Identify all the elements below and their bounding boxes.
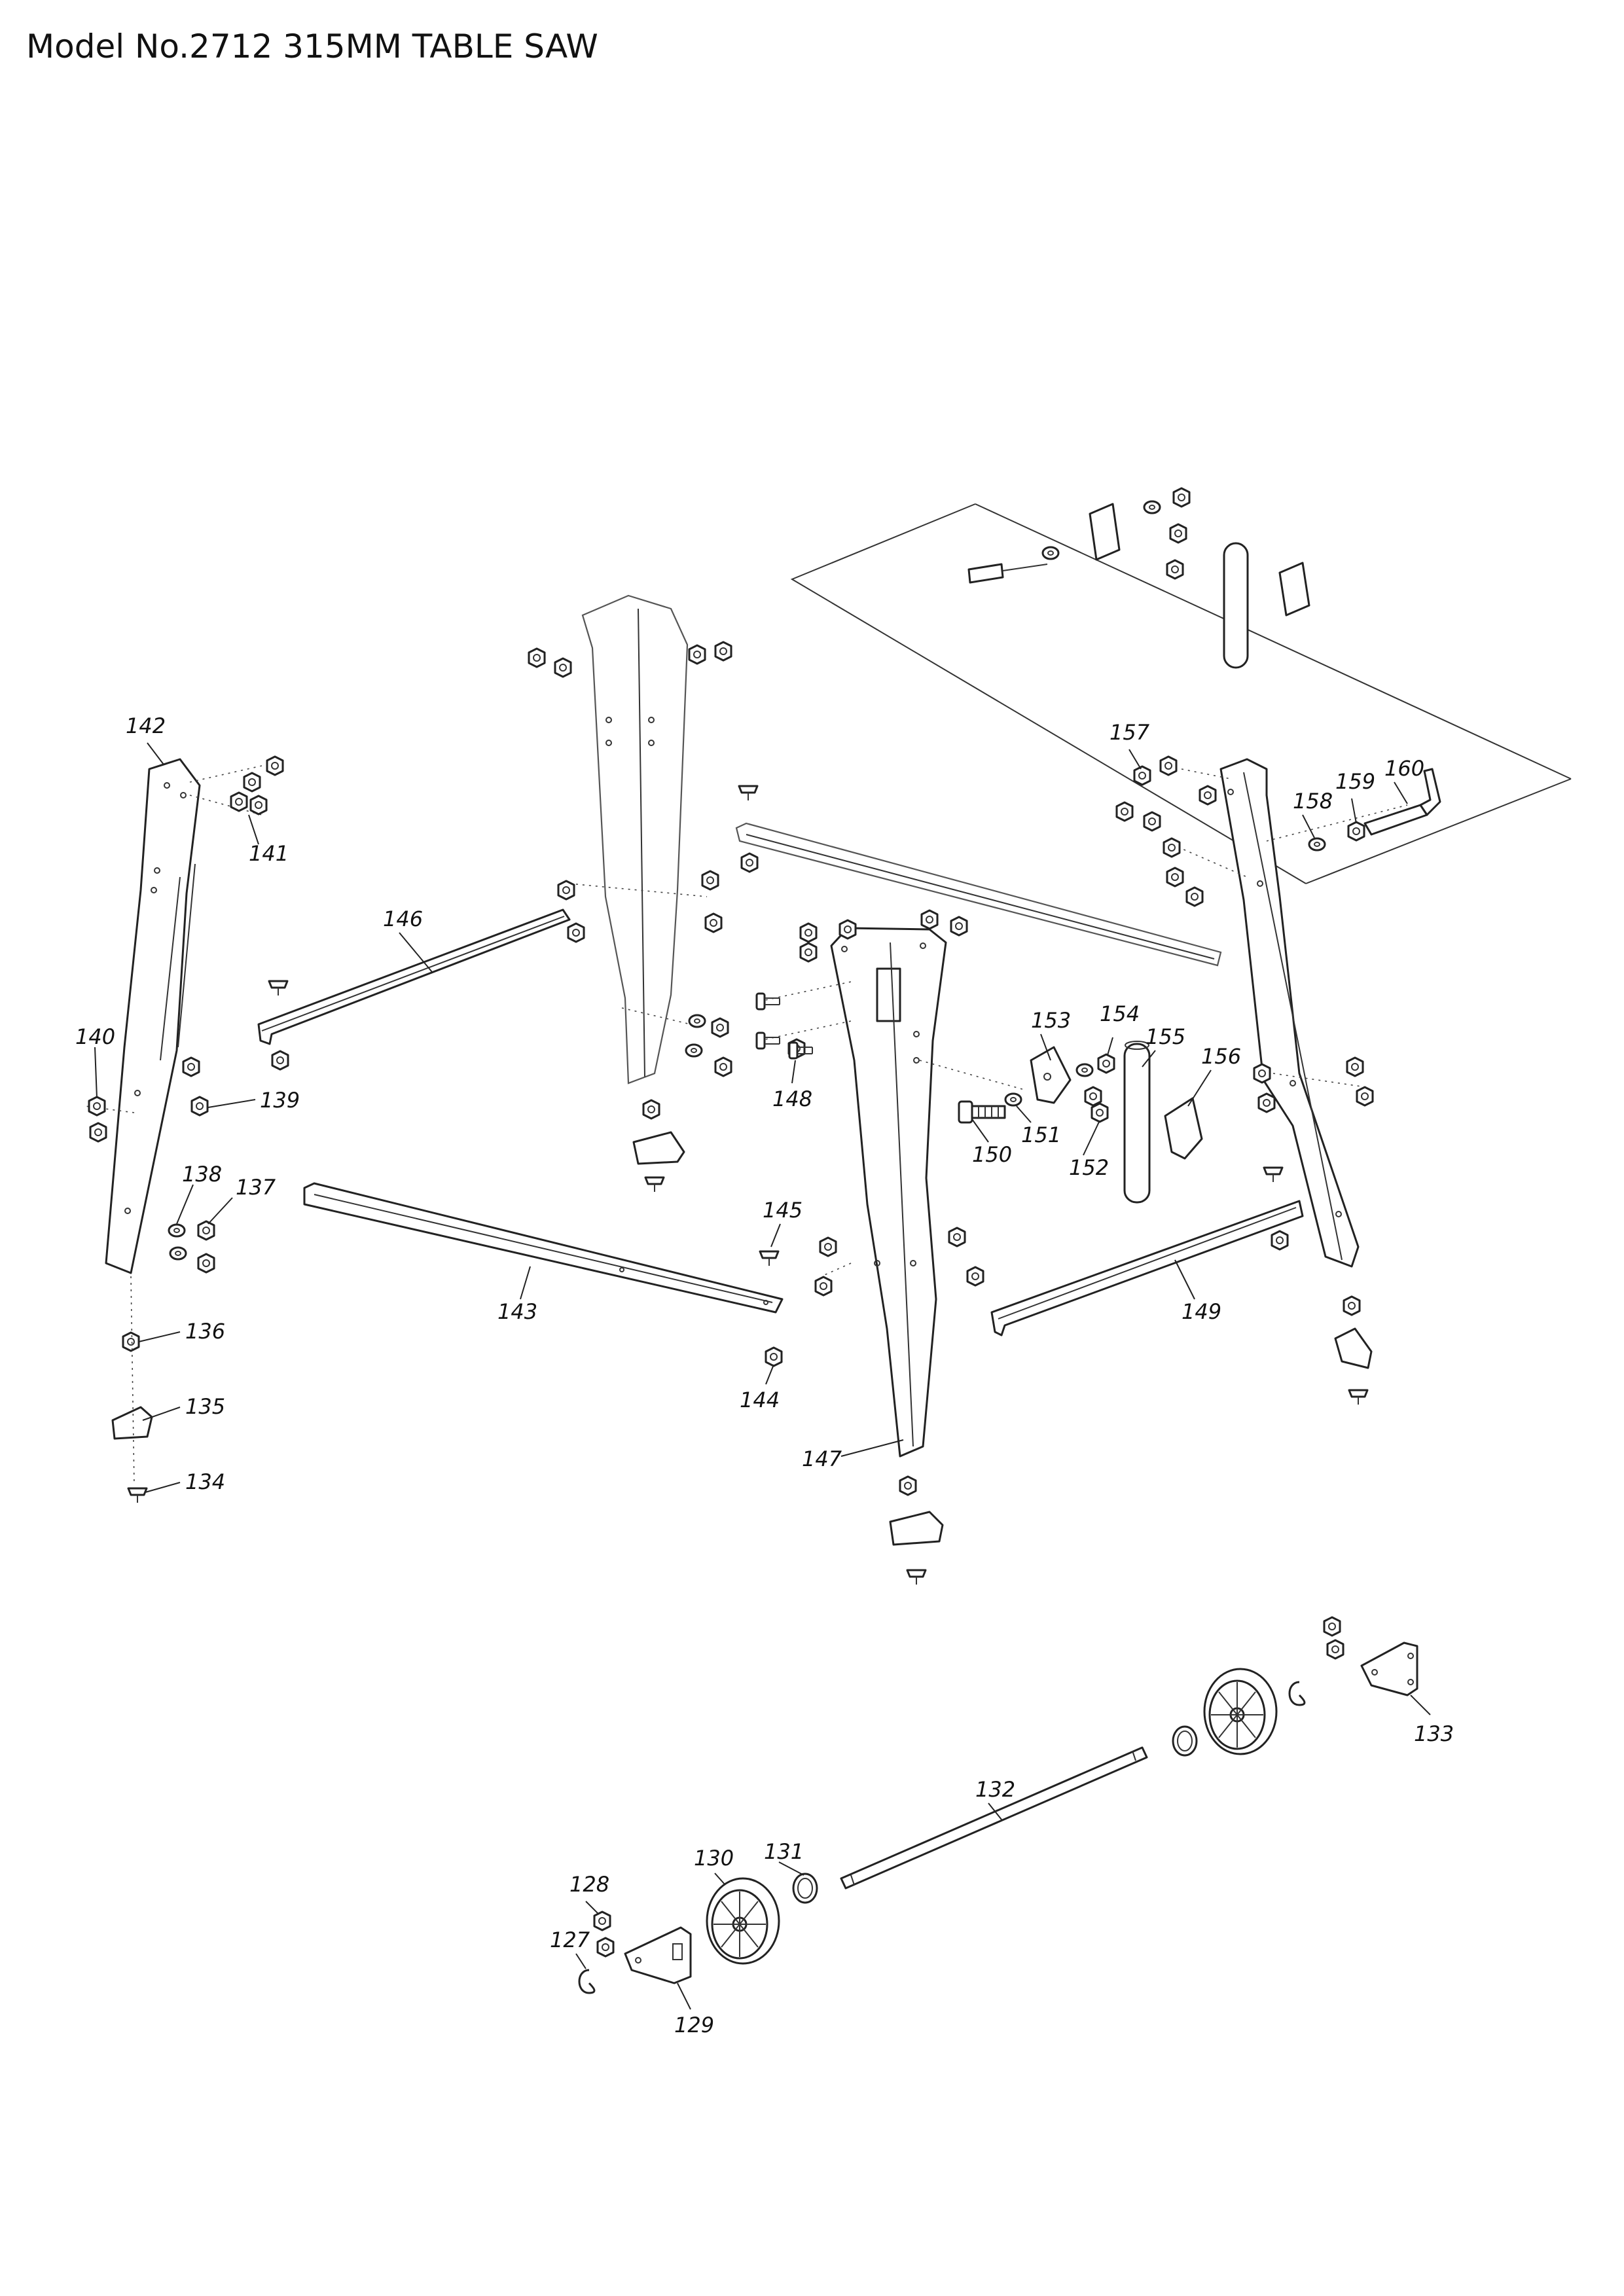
label-139: 139 xyxy=(260,1088,300,1113)
rear-right-leg xyxy=(1171,758,1408,1268)
label-143: 143 xyxy=(497,1299,537,1324)
part-156-clip xyxy=(1164,1097,1203,1160)
label-150: 150 xyxy=(972,1142,1012,1167)
label-138: 138 xyxy=(182,1162,222,1187)
part-128-nut xyxy=(593,1910,611,1931)
label-160: 160 xyxy=(1384,756,1424,781)
label-145: 145 xyxy=(763,1198,803,1223)
part-133-bracket xyxy=(1360,1641,1418,1696)
part-150-bolt xyxy=(958,1100,1006,1124)
page-title: Model No.2712 315MM TABLE SAW xyxy=(26,27,598,65)
label-136: 136 xyxy=(185,1319,225,1344)
label-148: 148 xyxy=(772,1086,812,1111)
label-144: 144 xyxy=(740,1388,780,1412)
part-159-nut xyxy=(1347,821,1365,842)
part-146-stretcher xyxy=(257,908,571,1045)
label-134: 134 xyxy=(185,1469,225,1494)
right-foot xyxy=(1334,1327,1373,1369)
label-131: 131 xyxy=(764,1839,804,1864)
label-156: 156 xyxy=(1201,1044,1241,1069)
leader-lines xyxy=(94,742,1431,2010)
label-140: 140 xyxy=(75,1024,115,1049)
part-131-clip xyxy=(792,1725,1198,1904)
label-149: 149 xyxy=(1182,1299,1221,1324)
label-159: 159 xyxy=(1335,769,1375,794)
label-153: 153 xyxy=(1031,1008,1071,1033)
part-labels: 142 141 140 139 138 137 136 135 134 146 … xyxy=(75,713,1454,2037)
label-142: 142 xyxy=(126,713,166,738)
label-141: 141 xyxy=(249,841,289,866)
part-143-stretcher xyxy=(303,1182,784,1314)
label-154: 154 xyxy=(1100,1001,1140,1026)
label-133: 133 xyxy=(1414,1721,1454,1746)
label-155: 155 xyxy=(1146,1024,1185,1049)
label-158: 158 xyxy=(1293,789,1333,814)
part-132-axle xyxy=(840,1746,1148,1890)
part-147-center-leg xyxy=(759,927,1025,1458)
part-151-washer xyxy=(1004,1092,1022,1107)
label-130: 130 xyxy=(694,1846,734,1871)
part-130b-wheel-right xyxy=(1203,1668,1278,1755)
part-142-left-leg xyxy=(84,758,262,1274)
rear-upper-stretcher xyxy=(735,822,1222,967)
label-137: 137 xyxy=(236,1175,276,1200)
part-155-sleeve xyxy=(1123,1041,1151,1204)
part-157-nut xyxy=(1133,765,1151,786)
part-135-foot xyxy=(111,1406,153,1440)
center-foot xyxy=(889,1511,944,1546)
part-154-nut xyxy=(1097,1053,1115,1074)
table-outline xyxy=(790,487,1572,884)
label-151: 151 xyxy=(1021,1122,1061,1147)
label-132: 132 xyxy=(975,1777,1015,1802)
label-147: 147 xyxy=(802,1446,842,1471)
part-129-bracket xyxy=(624,1926,692,1984)
part-160-rod xyxy=(1363,768,1441,836)
part-153-bracket xyxy=(1030,1046,1072,1104)
label-146: 146 xyxy=(383,906,423,931)
part-127-clip xyxy=(578,1681,1306,1994)
part-130-wheel xyxy=(706,1877,780,1965)
label-135: 135 xyxy=(185,1394,225,1419)
rear-left-leg-ghost xyxy=(569,594,708,1165)
label-129: 129 xyxy=(674,2013,714,2037)
label-152: 152 xyxy=(1069,1155,1109,1180)
label-157: 157 xyxy=(1110,720,1150,745)
label-127: 127 xyxy=(550,1928,590,1952)
part-152-nut xyxy=(1091,1102,1109,1123)
label-128: 128 xyxy=(569,1872,609,1897)
part-149-stretcher xyxy=(990,1200,1304,1336)
part-158-washer xyxy=(1308,837,1326,852)
